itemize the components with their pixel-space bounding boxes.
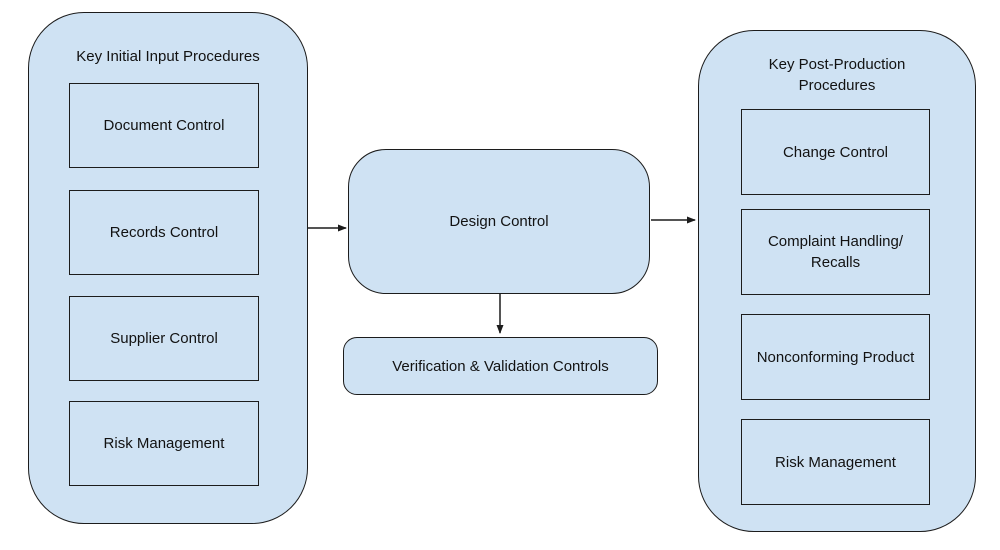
risk-management-post-label: Risk Management	[775, 453, 896, 471]
design-control-label: Design Control	[449, 213, 549, 230]
left-panel-title: Key Initial Input Procedures	[76, 48, 260, 65]
supplier-control-box: Supplier Control	[69, 296, 259, 381]
supplier-control-label: Supplier Control	[110, 330, 218, 347]
verification-validation-controls-label: Verification & Validation Controls	[392, 357, 609, 375]
risk-management-initial-box: Risk Management	[69, 401, 259, 486]
change-control-box: Change Control	[741, 109, 930, 195]
document-control-box: Document Control	[69, 83, 259, 168]
right-panel-title: Key Post-Production Procedures	[768, 56, 906, 94]
nonconforming-product-box: Nonconforming Product	[741, 314, 930, 400]
risk-management-post-box: Risk Management	[741, 419, 930, 505]
complaint-handling-recalls-box: Complaint Handling/ Recalls	[741, 209, 930, 295]
document-control-label: Document Control	[103, 117, 225, 134]
complaint-handling-recalls-label: Complaint Handling/ Recalls	[767, 233, 904, 271]
records-control-box: Records Control	[69, 190, 259, 275]
change-control-label: Change Control	[782, 143, 889, 161]
key-post-production-procedures-panel: Key Post-Production Procedures Change Co…	[698, 30, 976, 532]
design-control-box: Design Control	[348, 149, 650, 294]
verification-validation-controls-box: Verification & Validation Controls	[343, 337, 658, 395]
risk-management-initial-label: Risk Management	[103, 435, 225, 452]
records-control-label: Records Control	[109, 224, 219, 241]
nonconforming-product-label: Nonconforming Product	[756, 348, 915, 366]
key-initial-input-procedures-panel: Key Initial Input Procedures Document Co…	[28, 12, 308, 524]
